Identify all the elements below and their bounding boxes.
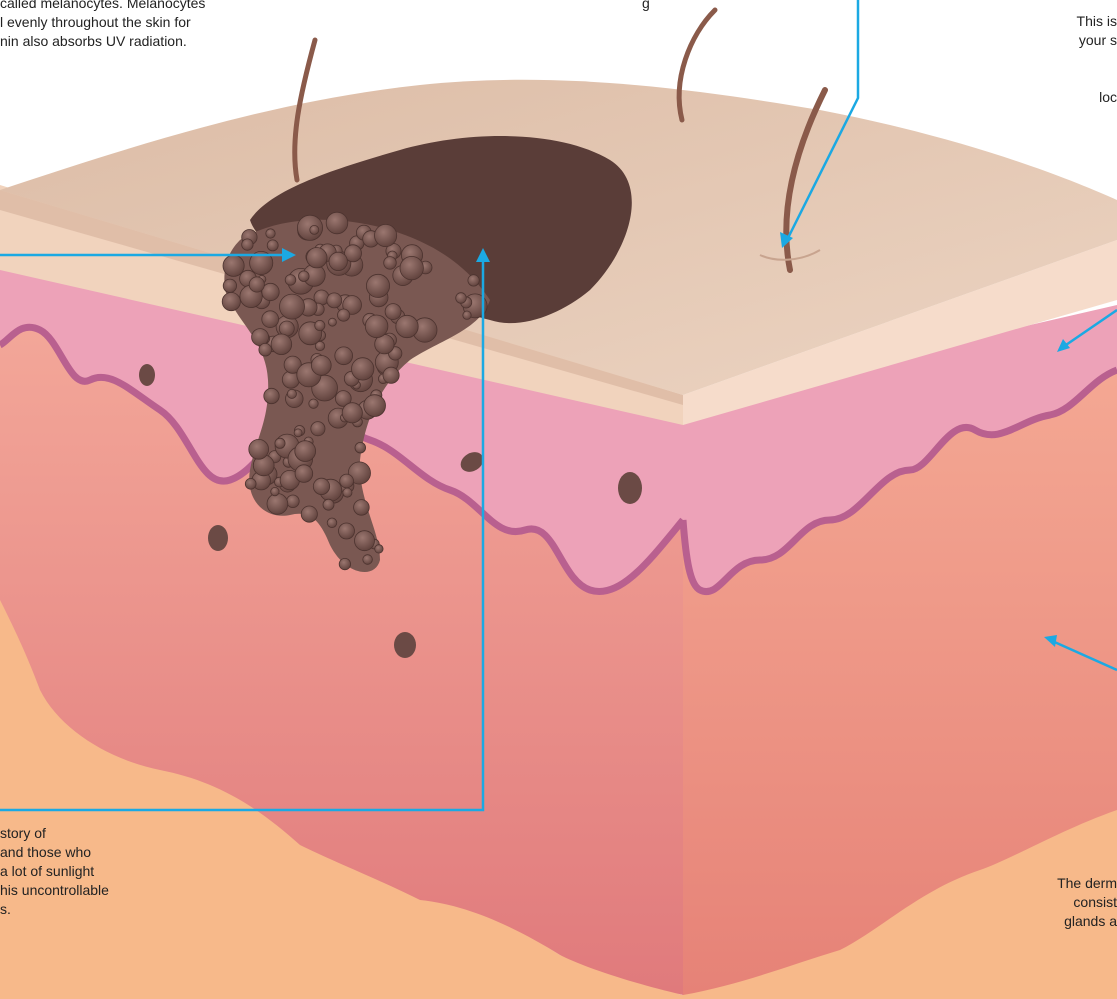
melanoma-cell [326,212,348,234]
melanoma-cell [375,545,383,553]
melanoma-cell [311,356,331,376]
melanoma-cell [340,474,354,488]
melanoma-cell [384,257,397,270]
melanoma-cell [307,248,327,268]
melanoma-cell [463,311,471,319]
melanoma-cell [310,225,319,234]
melanoma-cell [264,388,279,403]
melanoma-cell [287,389,296,398]
annotation-line [997,50,1117,69]
melanoma-cell [267,494,288,515]
melanocyte-dot [618,472,642,504]
melanoma-cell [355,442,366,453]
melanocyte-dot [139,364,155,386]
melanoma-cell [266,229,275,238]
annotation-line: a lot of sunlight [0,862,109,881]
annotation-top-left: called melanocytes. Melanocytes l evenly… [0,0,205,51]
annotation-line: and those who [0,843,109,862]
annotation-line: consist [997,893,1117,912]
melanoma-cell [468,275,479,286]
annotation-top-center: g [642,0,650,13]
annotation-top-right: This is your s loc [997,12,1117,107]
melanoma-cell [252,329,269,346]
melanoma-cell [242,239,253,250]
annotation-line: story of [0,824,109,843]
melanoma-cell [375,224,397,246]
melanoma-cell [295,441,316,462]
annotation-line: your s [997,31,1117,50]
melanoma-cell [295,465,313,483]
melanoma-cell [400,256,423,279]
melanocyte-dot [394,632,416,658]
melanoma-cell [267,240,278,251]
melanoma-cell [294,429,302,437]
melanoma-cell [259,343,272,356]
melanoma-cell [323,499,334,510]
melanoma-cell [385,304,401,320]
melanoma-cell [313,478,329,494]
melanoma-cell [364,395,386,417]
melanoma-cell [223,255,244,276]
melanoma-cell [335,347,353,365]
melanoma-cell [342,403,362,423]
melanoma-cell [275,438,285,448]
melanoma-cell [311,422,325,436]
melanoma-cell [285,275,296,286]
melanoma-cell [223,279,236,292]
annotation-line: This is [997,12,1117,31]
melanoma-cell [299,271,310,282]
melanoma-cell [396,315,418,337]
melanoma-cell [328,318,336,326]
annotation-line: g [642,0,650,13]
annotation-line: glands a [997,912,1117,931]
melanocyte-dot [208,525,228,551]
melanoma-cell [339,558,350,569]
melanoma-cell [456,293,467,304]
melanoma-cell [354,500,370,516]
melanoma-cell [222,293,240,311]
melanoma-cell [327,518,337,528]
annotation-line: loc [997,88,1117,107]
melanoma-cell [383,367,399,383]
melanoma-cell [271,334,292,355]
annotation-line: s. [0,900,109,919]
melanoma-cell [363,555,373,565]
melanoma-cell [314,290,329,305]
melanoma-cell [329,252,347,270]
melanoma-cell [309,399,318,408]
melanoma-cell [249,439,269,459]
melanoma-cell [355,531,375,551]
melanoma-cell [280,294,305,319]
melanoma-cell [339,523,355,539]
melanoma-cell [315,320,325,330]
annotation-bottom-right: The derm consist glands a [997,874,1117,931]
melanoma-cell [327,293,342,308]
annotation-bottom-left: story of and those who a lot of sunlight… [0,824,109,919]
melanoma-cell [343,488,352,497]
melanoma-cell [245,478,256,489]
melanoma-cell [262,311,279,328]
annotation-line: called melanocytes. Melanocytes [0,0,205,13]
melanoma-cell [365,315,388,338]
melanoma-cell [249,277,264,292]
melanoma-cell [366,274,389,297]
melanoma-cell [338,309,350,321]
annotation-line: nin also absorbs UV radiation. [0,32,205,51]
melanoma-cell [287,495,300,508]
melanoma-cell [271,487,279,495]
annotation-line: his uncontrollable [0,881,109,900]
melanoma-cell [352,358,374,380]
annotation-line: l evenly throughout the skin for [0,13,205,32]
annotation-line: The derm [997,874,1117,893]
melanoma-cell [301,506,317,522]
